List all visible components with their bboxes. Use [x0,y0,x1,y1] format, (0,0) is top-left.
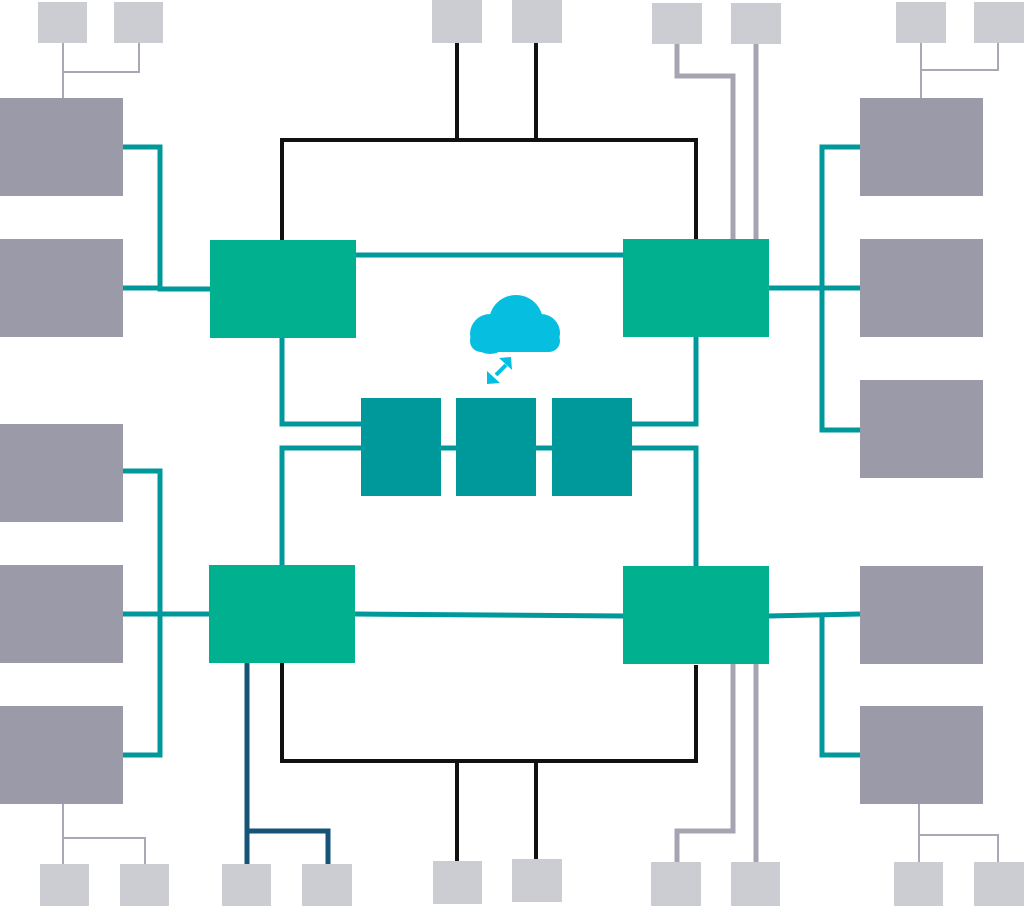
lead-bottom-left-b [63,837,146,864]
teal-br-main [767,611,861,619]
teal-br-bus [819,616,860,758]
small-device [433,861,482,904]
small-device [896,2,946,43]
teal-links [123,144,861,758]
large-device [0,565,123,663]
small-device [512,0,562,43]
teal-tl-1 [123,144,211,292]
large-device [0,98,123,196]
cloud-icon [470,295,560,354]
small-device [731,862,780,906]
teal-tr-bus [819,144,860,433]
small-device [432,0,482,43]
teal-br-core [630,445,699,568]
small-device [894,862,943,906]
large-device [860,239,983,337]
core-module [456,398,536,496]
lead-top-left-b [63,43,140,73]
large-device [860,706,983,804]
large-device [0,706,123,804]
small-device [302,864,352,906]
small-device [651,862,701,906]
links [62,43,999,864]
small-device [40,864,89,906]
black-backbone [280,43,698,861]
backbone-bottom [280,663,698,763]
small-device [974,2,1024,43]
thin-device-leads [62,43,999,864]
teal-tr-core [630,337,699,427]
gray-top-1 [674,44,736,241]
double-arrow-icon [487,357,512,384]
switch-top-right [623,239,769,337]
switches [209,239,769,664]
navy-branch [247,828,331,864]
small-device [38,2,87,43]
large-devices [0,98,983,804]
small-device [114,2,163,43]
gray-links [674,44,759,862]
core-module [552,398,632,496]
teal-bl-core [279,445,362,566]
teal-bottom-bridge [354,611,625,619]
switch-bottom-right [623,566,769,664]
lead-bottom-right-b [919,834,999,862]
core-stack [361,398,632,496]
switch-top-left [210,240,356,338]
navy-links [244,663,331,864]
lead-top-right-b [921,43,999,71]
core-module [361,398,441,496]
switch-bottom-left [209,565,355,663]
small-device [512,859,562,902]
small-device [974,862,1024,906]
small-device [731,3,781,44]
large-device [860,380,983,478]
backbone-top [280,138,698,241]
large-device [0,239,123,337]
small-device [222,864,271,906]
teal-tl-core [279,337,362,427]
large-device [860,98,983,196]
large-device [0,424,123,522]
gray-bottom-1 [674,664,736,862]
small-device [120,864,169,906]
small-device [652,3,702,44]
small-devices [38,0,1024,906]
large-device [860,566,983,664]
